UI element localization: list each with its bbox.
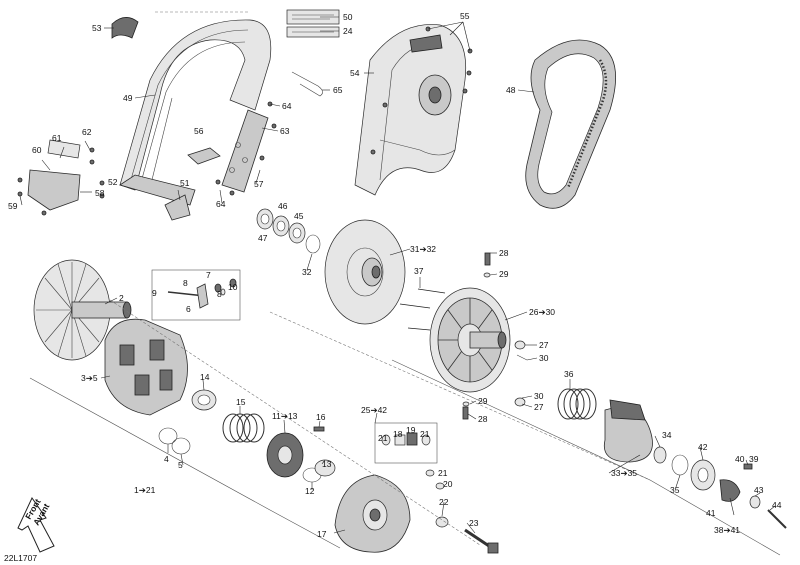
callout-53: 53 xyxy=(92,23,102,33)
callout-64-bottom: 64 xyxy=(216,199,226,209)
front-direction-arrow: Front Avant xyxy=(17,497,55,553)
callout-35: 35 xyxy=(670,485,680,495)
callout-54: 54 xyxy=(350,68,360,78)
callout-25-42: 25➔42 xyxy=(361,405,387,415)
callout-34: 34 xyxy=(662,430,672,440)
callout-9: 9 xyxy=(152,288,157,298)
callout-49: 49 xyxy=(123,93,133,103)
callout-57: 57 xyxy=(254,179,264,189)
callout-24: 24 xyxy=(343,26,353,36)
callout-5: 5 xyxy=(178,460,183,470)
callout-59: 59 xyxy=(8,201,18,211)
callout-2: 2 xyxy=(119,293,124,303)
callout-11-13: 11➔13 xyxy=(272,411,298,421)
callout-16: 16 xyxy=(316,412,326,422)
callout-12: 12 xyxy=(305,486,315,496)
callout-7: 7 xyxy=(206,270,211,280)
callout-26-30: 26➔30 xyxy=(529,307,555,317)
callout-38-41: 38➔41 xyxy=(714,525,740,535)
callout-41: 41 xyxy=(706,508,716,518)
callout-40: 40 xyxy=(735,454,745,464)
callout-28-bottom: 28 xyxy=(478,414,488,424)
callout-labels: 53 50 24 55 54 48 49 65 64 63 56 61 62 6… xyxy=(8,11,782,539)
callout-47: 47 xyxy=(258,233,268,243)
callout-65: 65 xyxy=(333,85,343,95)
callout-32: 32 xyxy=(302,267,312,277)
callout-55: 55 xyxy=(460,11,470,21)
belt-guard-assembly xyxy=(17,9,340,221)
callout-30-bottom: 30 xyxy=(534,391,544,401)
callout-27-top: 27 xyxy=(539,340,549,350)
callout-50: 50 xyxy=(343,12,353,22)
callout-48: 48 xyxy=(506,85,516,95)
callout-29-bottom: 29 xyxy=(478,396,488,406)
callout-37: 37 xyxy=(414,266,424,276)
callout-30-top: 30 xyxy=(539,353,549,363)
assembly-brackets xyxy=(29,359,781,556)
callout-23: 23 xyxy=(469,518,479,528)
callout-14: 14 xyxy=(200,372,210,382)
drive-belt xyxy=(525,39,616,209)
callout-29-top: 29 xyxy=(499,269,509,279)
callout-8-b: 8 xyxy=(217,289,222,299)
callout-36: 36 xyxy=(564,369,574,379)
callout-22: 22 xyxy=(439,497,449,507)
callout-43: 43 xyxy=(754,485,764,495)
callout-13: 13 xyxy=(322,459,332,469)
spacer-rings xyxy=(256,208,321,254)
callout-60: 60 xyxy=(32,145,42,155)
inner-housing xyxy=(354,24,473,196)
callout-15: 15 xyxy=(236,397,246,407)
callout-61: 61 xyxy=(52,133,62,143)
callout-31-32: 31➔32 xyxy=(410,244,436,254)
callout-4: 4 xyxy=(164,454,169,464)
callout-45: 45 xyxy=(294,211,304,221)
callout-51: 51 xyxy=(180,178,190,188)
fixed-sheave xyxy=(324,219,406,325)
driven-pulley xyxy=(399,252,528,420)
diagram-code: 22L1707 xyxy=(4,553,37,563)
callout-56: 56 xyxy=(194,126,204,136)
callout-3-5: 3➔5 xyxy=(81,373,98,383)
callout-33-35: 33➔35 xyxy=(611,468,637,478)
callout-21-b: 21 xyxy=(420,429,430,439)
callout-27-bottom: 27 xyxy=(534,402,544,412)
drive-pulley xyxy=(33,259,499,554)
callout-10: 10 xyxy=(228,282,238,292)
callout-20: 20 xyxy=(443,479,453,489)
callout-63: 63 xyxy=(280,126,290,136)
callout-6: 6 xyxy=(186,304,191,314)
callout-19: 19 xyxy=(406,425,416,435)
callout-42: 42 xyxy=(698,442,708,452)
callout-44: 44 xyxy=(772,500,782,510)
callout-64-top: 64 xyxy=(282,101,292,111)
spring-and-cam xyxy=(557,388,787,529)
callout-17: 17 xyxy=(317,529,327,539)
callout-28-top: 28 xyxy=(499,248,509,258)
callout-58: 58 xyxy=(95,188,105,198)
callout-46: 46 xyxy=(278,201,288,211)
callout-62: 62 xyxy=(82,127,92,137)
callout-18: 18 xyxy=(393,429,403,439)
callout-21-c: 21 xyxy=(438,468,448,478)
callout-1-21: 1➔21 xyxy=(134,485,156,495)
callout-21-a: 21 xyxy=(378,433,388,443)
callout-52: 52 xyxy=(108,177,118,187)
callout-39: 39 xyxy=(749,454,759,464)
callout-8-a: 8 xyxy=(183,278,188,288)
leader-lines xyxy=(19,16,776,534)
